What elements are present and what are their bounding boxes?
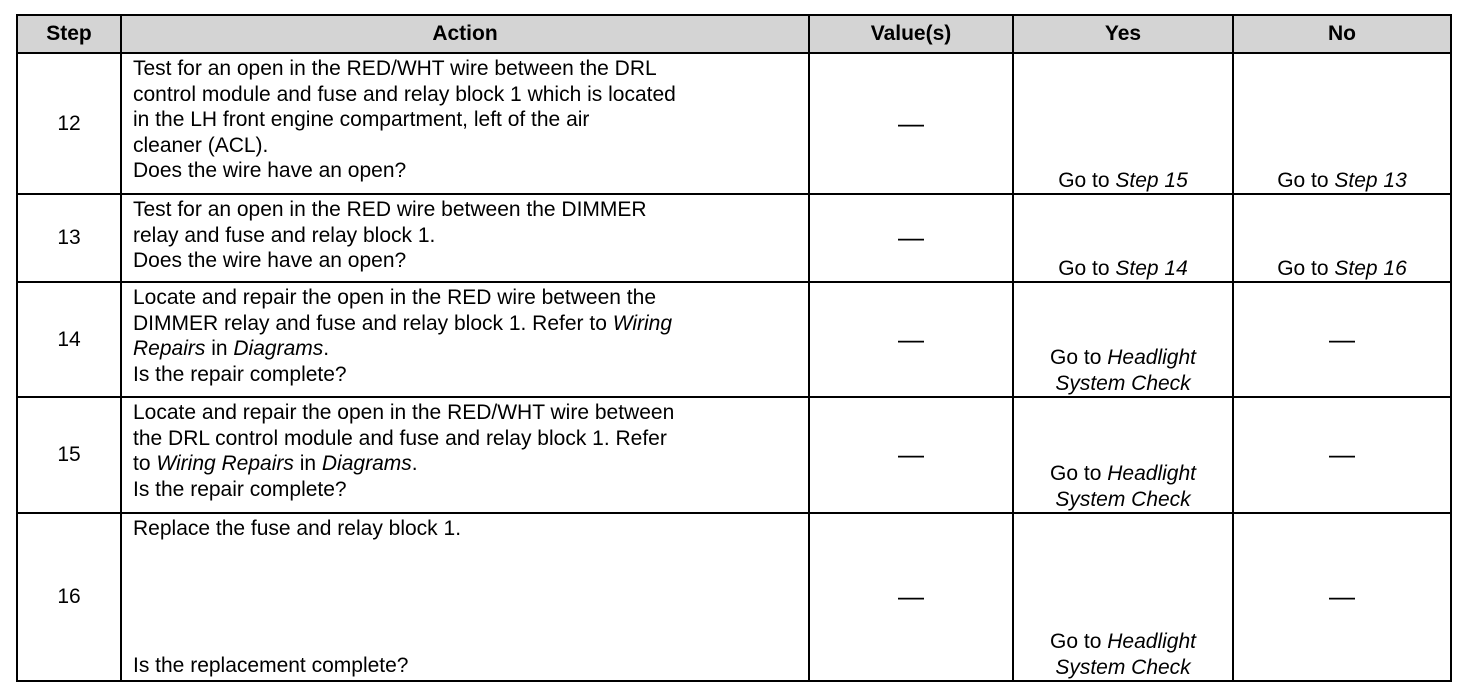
action-question: Is the repair complete?	[133, 477, 347, 501]
header-row: Step Action Value(s) Yes No	[16, 14, 1452, 54]
header-yes: Yes	[1012, 14, 1234, 54]
action-line: to Wiring Repairs in Diagrams.	[133, 452, 418, 475]
no-step-link: Step 16	[1334, 256, 1407, 280]
yes-text-line2: System Check	[1014, 487, 1232, 513]
action-line: control module and fuse and relay block …	[133, 82, 676, 106]
action-line: Test for an open in the RED wire between…	[133, 198, 647, 221]
yes-cell: Go to Step 14	[1012, 193, 1234, 283]
step-number: 16	[16, 512, 122, 682]
no-cell: —	[1232, 281, 1452, 398]
header-values: Value(s)	[808, 14, 1014, 54]
action-cell: Locate and repair the open in the RED/WH…	[120, 396, 810, 514]
yes-step-link: Step 14	[1115, 256, 1188, 280]
headlight-link: Headlight	[1107, 462, 1196, 485]
yes-cell: Go to Headlight System Check	[1012, 396, 1234, 514]
table-row-step-12: 12 Test for an open in the RED/WHT wire …	[16, 52, 1452, 195]
action-line: Repairs in Diagrams.	[133, 337, 330, 360]
system-check-link: System Check	[1055, 655, 1191, 679]
no-cell: Go to Step 13	[1232, 52, 1452, 195]
step-number: 14	[16, 281, 122, 398]
table-row-step-14: 14 Locate and repair the open in the RED…	[16, 281, 1452, 398]
no-text: Go to Step 16	[1277, 256, 1407, 280]
action-line: Test for an open in the RED/WHT wire bet…	[133, 57, 657, 80]
action-question: Is the repair complete?	[133, 362, 347, 386]
action-question: Is the replacement complete?	[133, 653, 409, 677]
wiring-repairs-reference: Wiring Repairs	[156, 452, 294, 475]
yes-text-line1: Go to Headlight	[1050, 462, 1196, 485]
diagnostic-table: Step Action Value(s) Yes No 12 Test for …	[16, 14, 1452, 682]
action-line: in the LH front engine compartment, left…	[133, 108, 590, 131]
step-number: 12	[16, 52, 122, 195]
table-row-step-15: 15 Locate and repair the open in the RED…	[16, 396, 1452, 514]
value-cell: —	[808, 396, 1014, 514]
wiring-reference: Wiring	[612, 311, 673, 335]
table-row-step-16: 16 Replace the fuse and relay block 1. I…	[16, 512, 1452, 682]
action-line: Replace the fuse and relay block 1.	[133, 517, 462, 540]
action-cell: Locate and repair the open in the RED wi…	[120, 281, 810, 398]
yes-text: Go to Step 15	[1058, 168, 1188, 192]
system-check-link: System Check	[1055, 487, 1191, 511]
yes-cell: Go to Headlight System Check	[1012, 281, 1234, 398]
action-line: Locate and repair the open in the RED/WH…	[133, 401, 675, 424]
action-cell: Test for an open in the RED/WHT wire bet…	[120, 52, 810, 195]
action-cell: Replace the fuse and relay block 1. Is t…	[120, 512, 810, 682]
no-cell: —	[1232, 396, 1452, 514]
header-no: No	[1232, 14, 1452, 54]
action-question: Does the wire have an open?	[133, 249, 407, 272]
yes-text: Go to Step 14	[1058, 256, 1188, 280]
system-check-link: System Check	[1055, 371, 1191, 395]
yes-text-line1: Go to Headlight	[1050, 346, 1196, 369]
yes-text-line2: System Check	[1014, 655, 1232, 681]
value-cell: —	[808, 52, 1014, 195]
no-text: Go to Step 13	[1277, 168, 1407, 192]
action-line: relay and fuse and relay block 1.	[133, 223, 436, 247]
headlight-link: Headlight	[1107, 630, 1196, 653]
yes-text-line1: Go to Headlight	[1050, 630, 1196, 653]
action-line: Locate and repair the open in the RED wi…	[133, 286, 657, 309]
no-step-link: Step 13	[1334, 168, 1407, 192]
step-number: 15	[16, 396, 122, 514]
value-cell: —	[808, 281, 1014, 398]
yes-cell: Go to Headlight System Check	[1012, 512, 1234, 682]
yes-cell: Go to Step 15	[1012, 52, 1234, 195]
value-cell: —	[808, 512, 1014, 682]
diagrams-reference: Diagrams	[233, 337, 324, 360]
header-action: Action	[120, 14, 810, 54]
step-number: 13	[16, 193, 122, 283]
action-question: Does the wire have an open?	[133, 159, 407, 182]
headlight-link: Headlight	[1107, 346, 1196, 369]
header-step: Step	[16, 14, 122, 54]
no-cell: Go to Step 16	[1232, 193, 1452, 283]
action-line: the DRL control module and fuse and rela…	[133, 426, 667, 450]
table-row-step-13: 13 Test for an open in the RED wire betw…	[16, 193, 1452, 283]
value-cell: —	[808, 193, 1014, 283]
diagrams-reference: Diagrams	[321, 452, 412, 475]
action-cell: Test for an open in the RED wire between…	[120, 193, 810, 283]
repairs-reference: Repairs	[133, 337, 206, 360]
yes-step-link: Step 15	[1115, 168, 1188, 192]
action-line: cleaner (ACL).	[133, 133, 269, 157]
no-cell: —	[1232, 512, 1452, 682]
yes-text-line2: System Check	[1014, 371, 1232, 397]
action-line: DIMMER relay and fuse and relay block 1.…	[133, 311, 673, 335]
